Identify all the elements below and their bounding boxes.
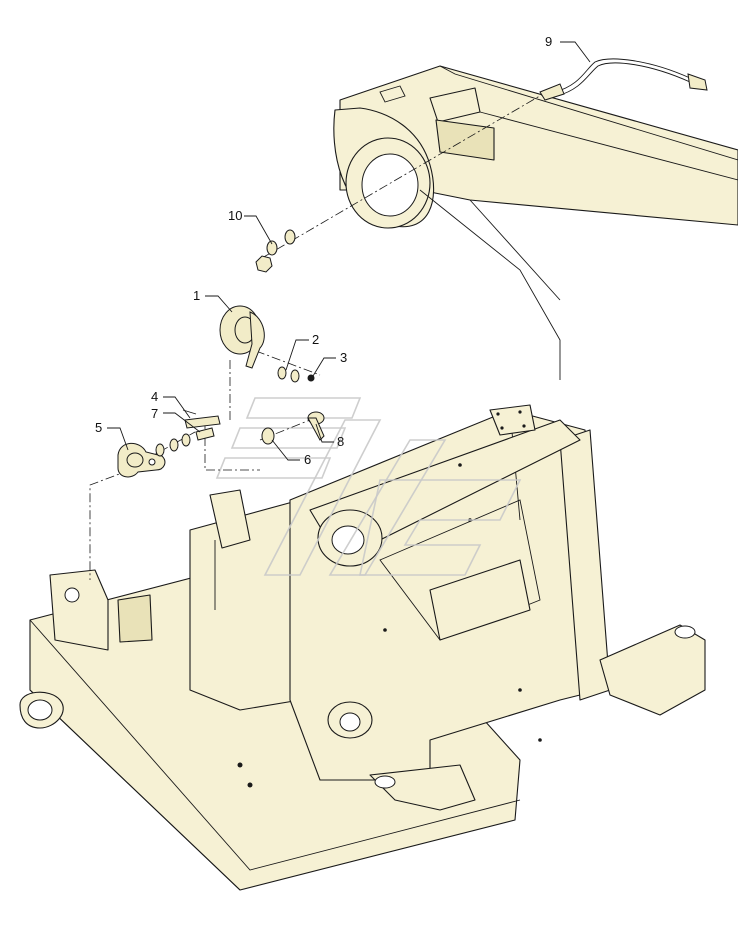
washer-6 bbox=[261, 427, 275, 445]
callout-9: 9 bbox=[545, 34, 552, 49]
callout-7: 7 bbox=[151, 406, 158, 421]
bolt-8 bbox=[307, 411, 325, 441]
callout-6: 6 bbox=[304, 452, 311, 467]
nut-washer-set bbox=[255, 229, 296, 273]
callout-4: 4 bbox=[151, 389, 158, 404]
horn-bracket-5 bbox=[117, 433, 191, 478]
watermark-logo bbox=[215, 397, 522, 576]
callout-1: 1 bbox=[193, 288, 200, 303]
bracket-4-7 bbox=[182, 409, 221, 441]
callout-10: 10 bbox=[228, 208, 242, 223]
callout-leaders bbox=[107, 41, 591, 461]
callout-5: 5 bbox=[95, 420, 102, 435]
callout-8: 8 bbox=[337, 434, 344, 449]
horn bbox=[219, 305, 265, 369]
boom-arm bbox=[333, 65, 738, 380]
washer-nut-2-3 bbox=[277, 366, 315, 383]
callout-3: 3 bbox=[340, 350, 347, 365]
wire-harness bbox=[539, 58, 708, 101]
callout-2: 2 bbox=[312, 332, 319, 347]
main-frame bbox=[19, 404, 706, 891]
